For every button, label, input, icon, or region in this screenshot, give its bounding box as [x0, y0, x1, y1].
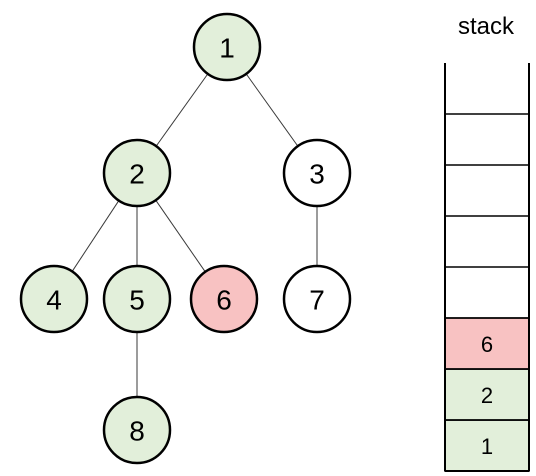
node-circle-7 — [282, 264, 352, 334]
node-circle-5 — [102, 264, 172, 334]
tree-node-6: 6 — [189, 264, 259, 334]
tree-node-2: 2 — [102, 138, 172, 208]
node-label-7: 7 — [309, 285, 325, 316]
tree-node-4: 4 — [19, 264, 89, 334]
tree-node-5: 5 — [102, 264, 172, 334]
tree-edge-1-3 — [245, 73, 299, 147]
stack-title: stack — [458, 13, 515, 40]
node-label-2: 2 — [129, 159, 145, 190]
tree-edges — [71, 73, 318, 397]
node-label-5: 5 — [129, 285, 145, 316]
tree-nodes: 1 2 3 4 5 6 7 8 — [19, 12, 352, 465]
tree-edge-2-6 — [155, 199, 206, 273]
stack-cell-label-1: 1 — [481, 434, 493, 459]
node-circle-4 — [19, 264, 89, 334]
node-label-4: 4 — [46, 285, 62, 316]
node-circle-3 — [282, 138, 352, 208]
tree-node-7: 7 — [282, 264, 352, 334]
node-circle-8 — [102, 395, 172, 465]
stack-panel: stack 1 2 6 — [444, 13, 530, 472]
tree-node-1: 1 — [192, 12, 262, 82]
node-label-1: 1 — [219, 33, 235, 64]
tree-node-3: 3 — [282, 138, 352, 208]
node-circle-1 — [192, 12, 262, 82]
node-label-6: 6 — [216, 285, 232, 316]
stack-cell-label-2: 2 — [481, 383, 493, 408]
node-label-3: 3 — [309, 159, 325, 190]
node-circle-6 — [189, 264, 259, 334]
tree-edge-1-2 — [155, 73, 209, 147]
node-circle-2 — [102, 138, 172, 208]
stack-cell-label-3: 6 — [481, 332, 493, 357]
tree-edge-2-4 — [71, 200, 120, 272]
node-label-8: 8 — [129, 416, 145, 447]
tree-node-8: 8 — [102, 395, 172, 465]
